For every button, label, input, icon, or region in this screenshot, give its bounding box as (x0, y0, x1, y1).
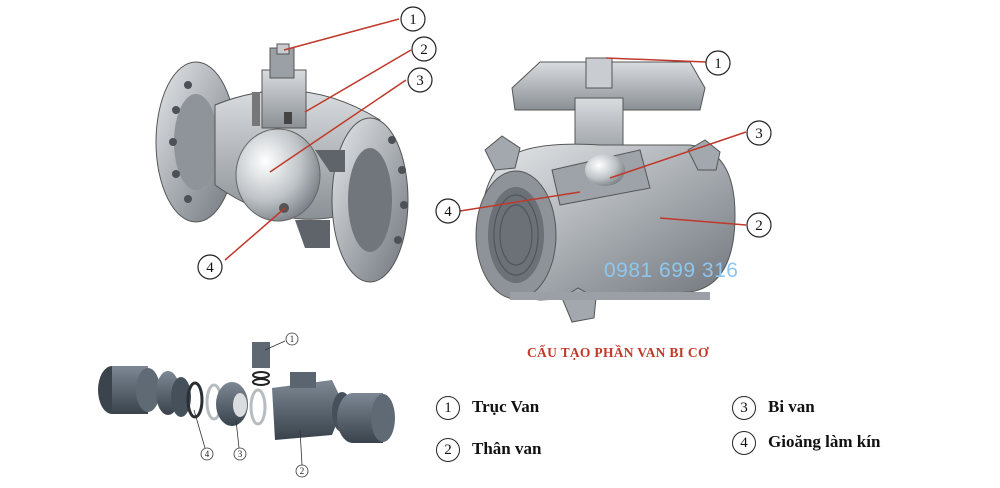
svg-text:1: 1 (290, 334, 295, 344)
exploded-callout-2: 2 (295, 464, 309, 478)
legend-num-2: 2 (436, 438, 460, 462)
svg-text:2: 2 (300, 466, 305, 476)
svg-text:3: 3 (416, 73, 424, 89)
legend-item-4: 4 Gioăng làm kín (732, 431, 880, 455)
svg-text:1: 1 (409, 12, 417, 28)
legend-num-3: 3 (732, 396, 756, 420)
exploded-leader-lines (193, 340, 303, 466)
legend-item-3: 3 Bi van (732, 396, 815, 420)
exploded-callout-3: 3 (233, 447, 247, 461)
right-callout-4: 4 (435, 198, 461, 224)
svg-text:4: 4 (444, 204, 452, 220)
left-leader-lines (224, 18, 412, 261)
svg-text:2: 2 (420, 42, 428, 58)
legend-label-2: Thân van (472, 439, 542, 458)
svg-text:3: 3 (238, 449, 243, 459)
svg-text:2: 2 (755, 218, 763, 234)
right-leader-lines (459, 57, 747, 226)
right-callout-2: 2 (746, 212, 772, 238)
svg-text:1: 1 (714, 56, 722, 72)
exploded-pvc-valve (98, 342, 395, 443)
legend-item-1: 1 Trục Van (436, 396, 539, 420)
svg-text:4: 4 (205, 449, 210, 459)
left-callout-4: 4 (197, 254, 223, 280)
left-callout-2: 2 (411, 36, 437, 62)
flanged-ball-valve (155, 43, 409, 283)
left-callout-3: 3 (407, 67, 433, 93)
phone-watermark: 0981 699 316 (604, 259, 739, 282)
legend-num-4: 4 (732, 431, 756, 455)
right-callout-3: 3 (746, 120, 772, 146)
legend-label-3: Bi van (768, 397, 815, 416)
threaded-ball-valve (475, 57, 736, 323)
exploded-callout-4: 4 (200, 447, 214, 461)
diagram-title: CẤU TẠO PHẦN VAN BI CƠ (527, 345, 709, 360)
svg-text:3: 3 (755, 126, 763, 142)
legend-label-4: Gioăng làm kín (768, 432, 881, 451)
svg-text:4: 4 (206, 260, 214, 276)
legend-num-1: 1 (436, 396, 460, 420)
exploded-callout-1: 1 (285, 332, 299, 346)
legend-label-1: Trục Van (472, 397, 540, 416)
right-callout-1: 1 (705, 50, 731, 76)
legend-item-2: 2 Thân van (436, 438, 541, 462)
left-callout-1: 1 (400, 6, 426, 32)
